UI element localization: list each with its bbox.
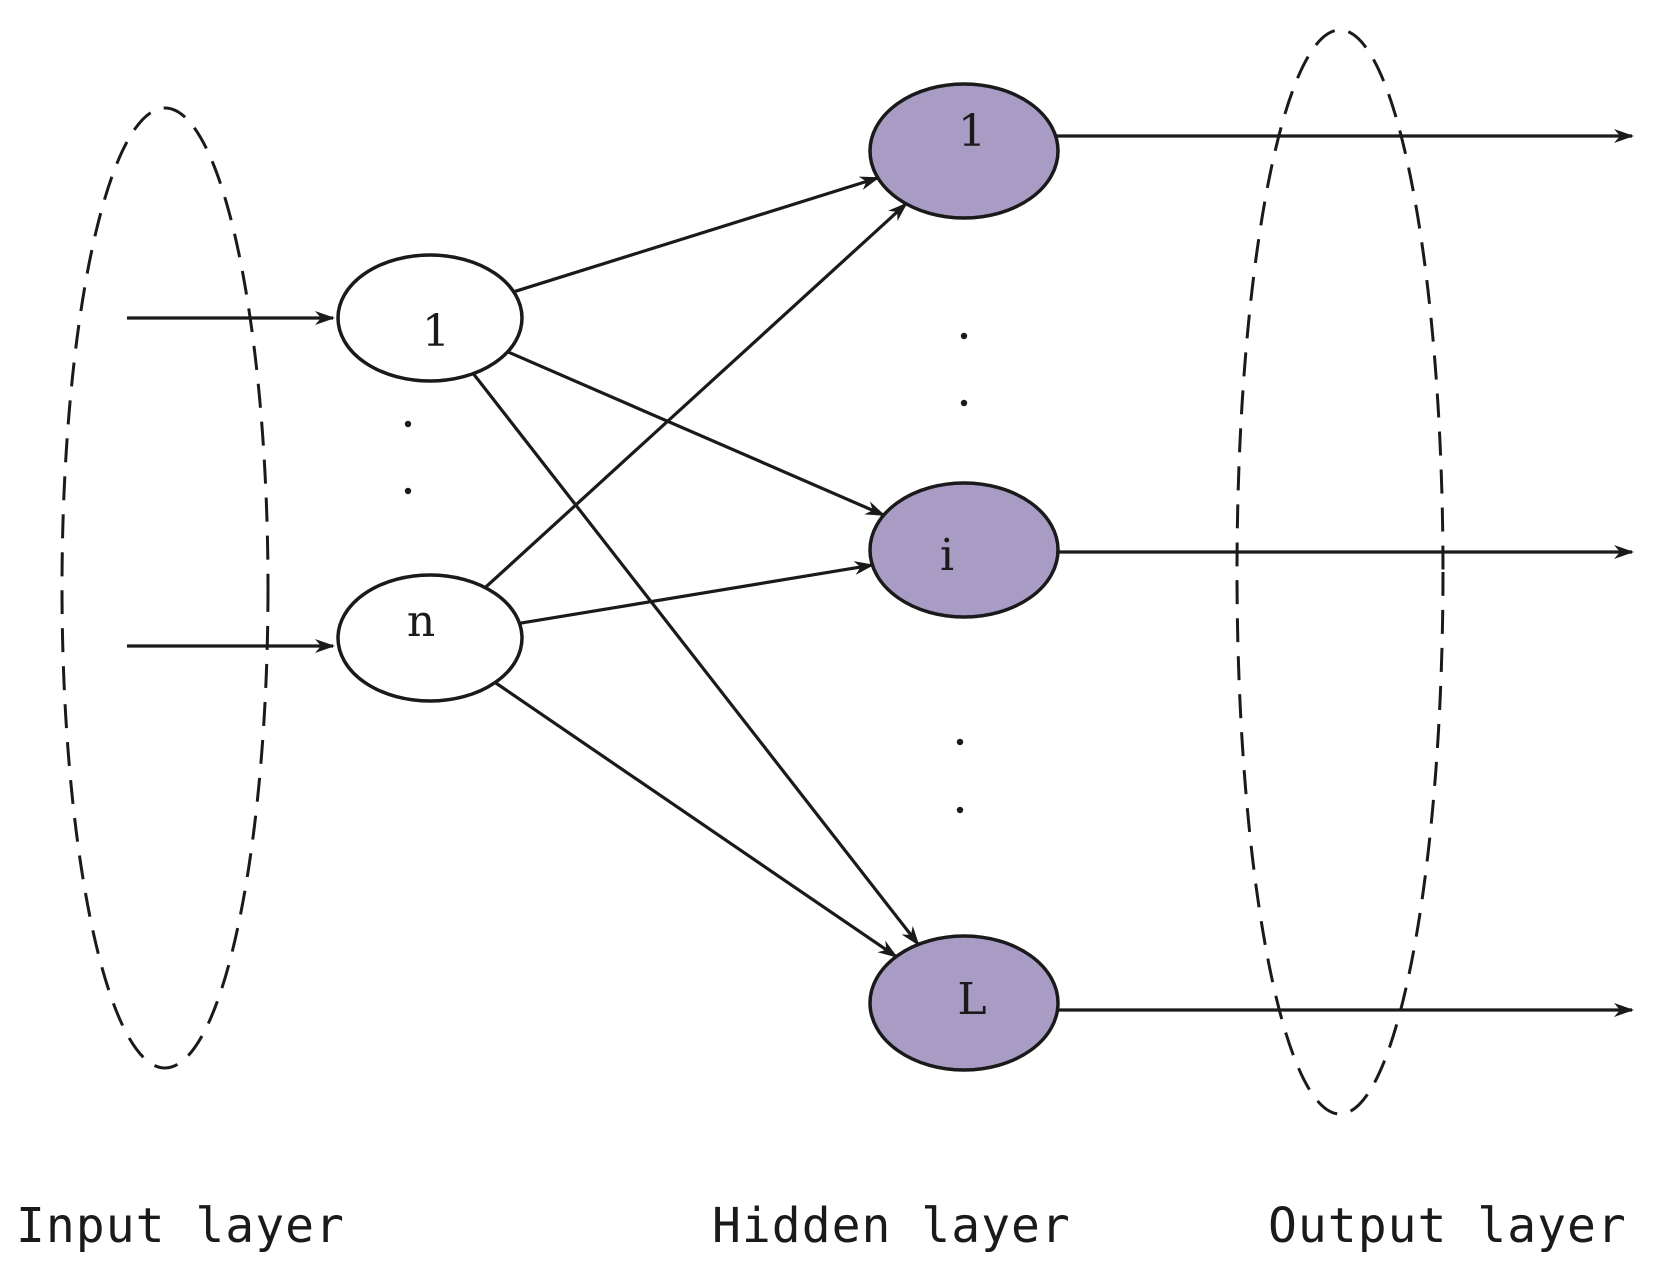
hidden-node-1: 1 [868,82,1060,220]
input-node-n-label: n [407,596,435,647]
edge-in-1-to-h-i [507,350,886,517]
hidden-node-i-label: i [940,530,954,581]
hidden-ellipsis-dot [960,332,968,340]
edge-in-n-to-h-i [519,561,875,625]
connections [472,176,920,958]
hidden-node-L-label: L [957,974,986,1025]
input-ellipsis-dot [404,420,412,428]
input-layer-boundary [60,106,270,1070]
input-node-1-label: 1 [422,306,450,357]
hidden-layer-label: Hidden layer [712,1198,1071,1254]
input-layer-label: Input layer [16,1198,345,1254]
output-layer-boundary [1235,28,1445,1116]
hidden-node-1-label: 1 [958,106,986,157]
hidden-node-i: i [868,481,1060,619]
hidden-ellipsis-dot [960,399,968,407]
edge-in-n-to-h-L [494,681,898,958]
input-ellipsis-dot [404,487,412,495]
edge-in-1-to-h-L [472,372,920,946]
input-node-1: 1 [336,253,524,383]
hidden-ellipsis-dot [956,806,964,814]
output-layer-label: Output layer [1268,1198,1627,1254]
edge-in-n-to-h-1 [484,202,908,589]
input-node-n: n [336,573,524,703]
hidden-node-L: L [868,934,1060,1072]
edge-in-1-to-h-1 [513,176,880,294]
hidden-ellipsis-dot [956,738,964,746]
